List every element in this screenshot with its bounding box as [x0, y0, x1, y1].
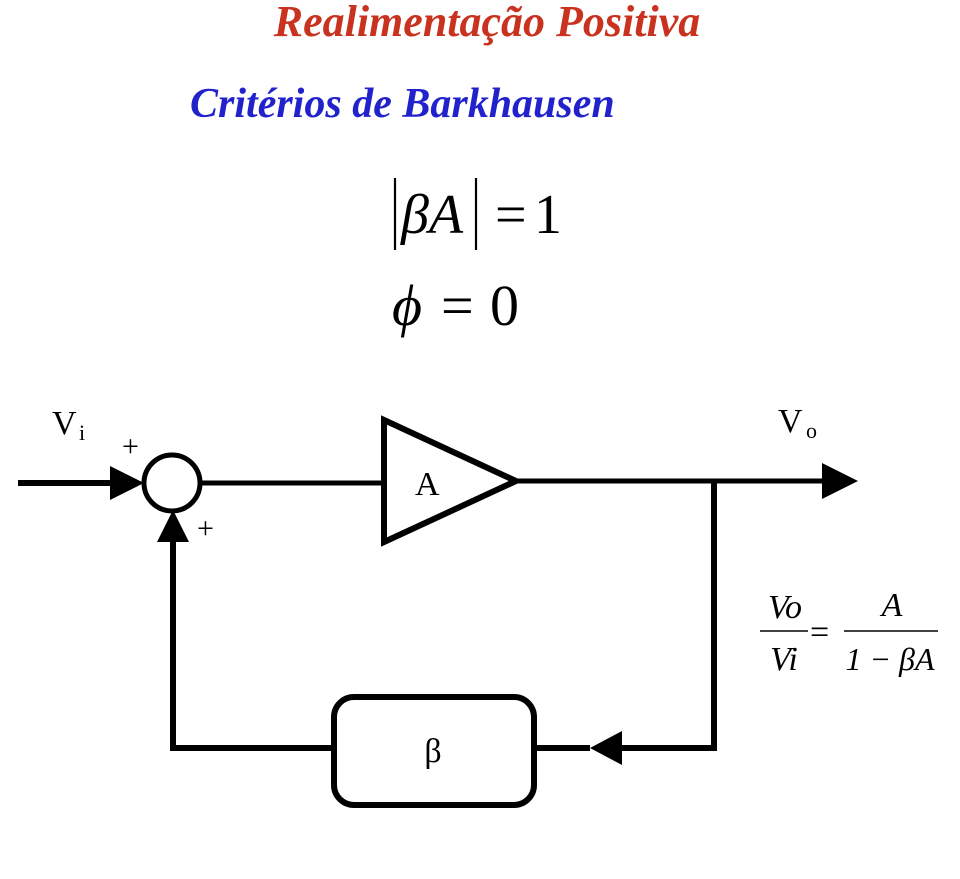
feedback-line-left — [170, 540, 334, 751]
output-label: V o — [778, 403, 817, 443]
feedback-line-right — [620, 481, 717, 751]
input-label-main: V — [52, 405, 77, 442]
magnitude-criterion: βA = 1 — [393, 178, 562, 250]
input-label: V i — [52, 405, 85, 445]
feedback-input-arrowhead — [157, 510, 189, 542]
feedback-label: β — [424, 733, 441, 770]
phase-rhs: 0 — [490, 273, 519, 338]
tf-rhs-numerator: A — [880, 587, 903, 624]
tf-lhs-denominator: Vi — [770, 641, 798, 678]
tf-equals: = — [810, 614, 829, 651]
feedback-arrowhead — [590, 731, 622, 765]
magnitude-rhs: 1 — [534, 184, 562, 246]
output-label-main: V — [778, 403, 803, 440]
tf-rhs-denominator: 1 − βA — [845, 641, 935, 677]
tf-lhs-numerator: Vo — [768, 589, 802, 626]
magnitude-equals: = — [495, 184, 527, 246]
phase-equals: = — [441, 273, 474, 338]
output-label-subscript: o — [806, 418, 817, 443]
summing-junction — [141, 452, 203, 514]
phase-criterion: ϕ = 0 — [392, 273, 519, 338]
input-label-subscript: i — [79, 420, 85, 445]
sum-sign-bottom: + — [197, 512, 214, 545]
sum-sign-top: + — [122, 430, 139, 463]
magnitude-lhs: βA — [400, 184, 464, 246]
transfer-function: Vo Vi = A 1 − βA — [760, 587, 938, 678]
phase-lhs: ϕ — [392, 273, 422, 338]
amplifier-triangle — [381, 415, 524, 547]
page-subtitle: Critérios de Barkhausen — [190, 81, 615, 127]
output-arrowhead — [822, 463, 858, 499]
input-arrowhead — [110, 466, 144, 500]
page-title: Realimentação Positiva — [273, 0, 701, 46]
amplifier-label: A — [415, 466, 440, 503]
